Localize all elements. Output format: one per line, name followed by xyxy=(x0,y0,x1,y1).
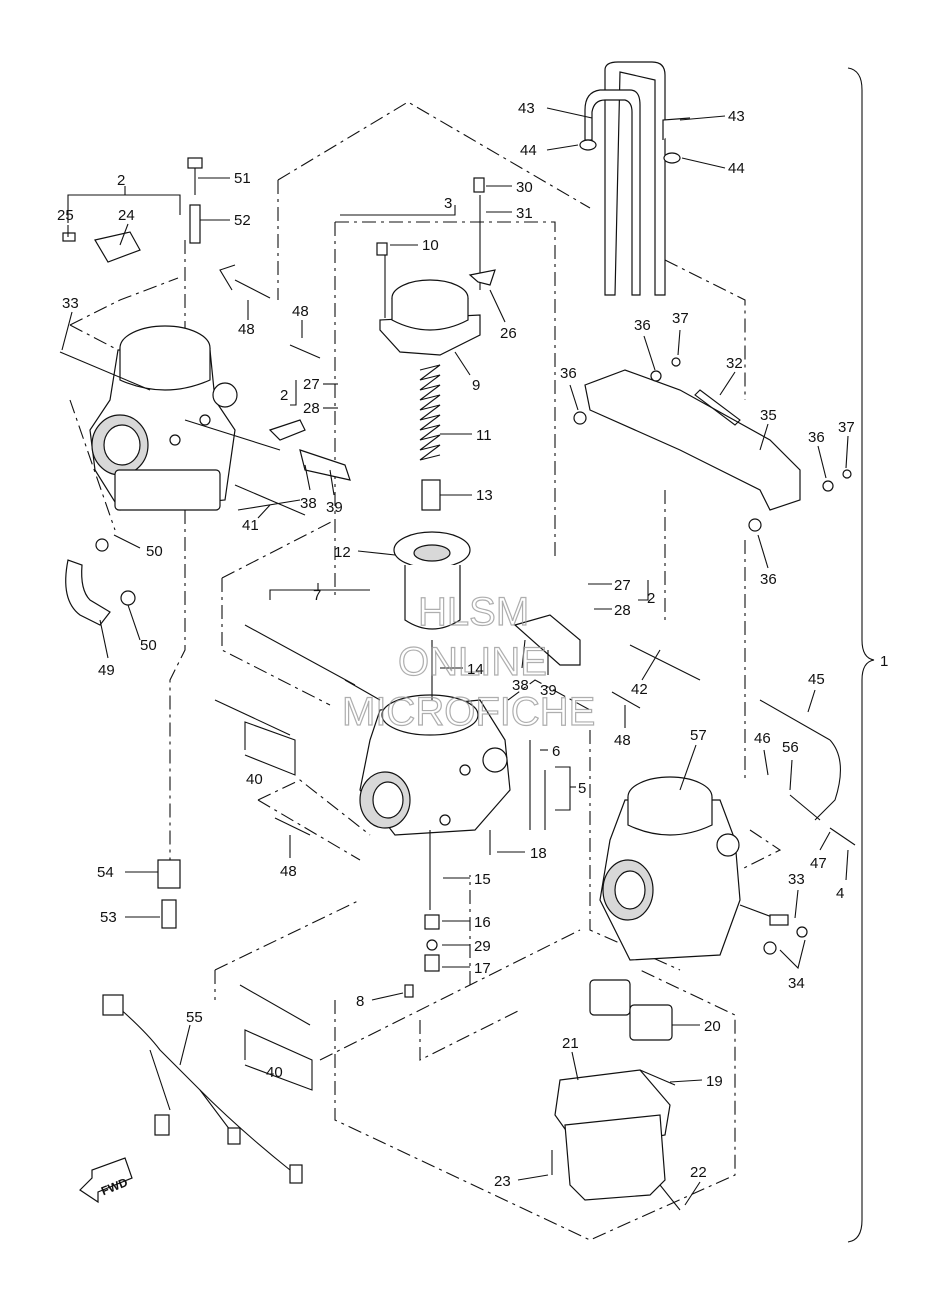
callout-48: 48 xyxy=(238,321,255,338)
callout-33: 33 xyxy=(788,871,805,888)
callout-51: 51 xyxy=(234,170,251,187)
callout-53: 53 xyxy=(100,909,117,926)
center-carburetor xyxy=(344,679,511,836)
callout-48: 48 xyxy=(292,303,309,320)
callout-17: 17 xyxy=(474,960,491,977)
callout-50: 50 xyxy=(140,637,157,654)
callout-56: 56 xyxy=(782,739,799,756)
callout-43: 43 xyxy=(518,100,535,117)
callout-34: 34 xyxy=(788,975,805,992)
callout-23: 23 xyxy=(494,1173,511,1190)
callout-28: 28 xyxy=(614,602,631,619)
callout-12: 12 xyxy=(334,544,351,561)
callout-37: 37 xyxy=(672,310,689,327)
callout-33: 33 xyxy=(62,295,79,312)
callout-7: 7 xyxy=(313,587,321,604)
callout-46: 46 xyxy=(754,730,771,747)
callout-40: 40 xyxy=(266,1064,283,1081)
callout-42: 42 xyxy=(631,681,648,698)
left-carburetor xyxy=(59,325,281,511)
callout-8: 8 xyxy=(356,993,364,1010)
callout-3: 3 xyxy=(444,195,452,212)
leader-lines xyxy=(61,107,849,1206)
callout-28: 28 xyxy=(303,400,320,417)
callout-55: 55 xyxy=(186,1009,203,1026)
callout-6: 6 xyxy=(552,743,560,760)
callout-44: 44 xyxy=(728,160,745,177)
callout-24: 24 xyxy=(118,207,135,224)
callout-10: 10 xyxy=(422,237,439,254)
callout-38: 38 xyxy=(512,677,529,694)
vacuum-chamber-parts xyxy=(376,177,496,700)
callout-48: 48 xyxy=(614,732,631,749)
assembly-bracket xyxy=(847,67,875,1243)
callout-5: 5 xyxy=(578,780,586,797)
callout-25: 25 xyxy=(57,207,74,224)
callout-43: 43 xyxy=(728,108,745,125)
callout-19: 19 xyxy=(706,1073,723,1090)
callout-49: 49 xyxy=(98,662,115,679)
callout-14: 14 xyxy=(467,661,484,678)
joint-parts xyxy=(214,279,856,1026)
callout-40: 40 xyxy=(246,771,263,788)
callout-32: 32 xyxy=(726,355,743,372)
right-carburetor xyxy=(599,776,808,961)
callout-39: 39 xyxy=(540,682,557,699)
callout-26: 26 xyxy=(500,325,517,342)
watermark: HLSM ONLINE MICROFICHE xyxy=(341,589,596,734)
watermark-line-2: ONLINE xyxy=(398,640,547,684)
linkage-plate xyxy=(573,357,852,532)
callout-30: 30 xyxy=(516,179,533,196)
callout-57: 47 xyxy=(810,855,827,872)
watermark-line-3: MICROFICHE xyxy=(342,690,595,734)
callout-48: 48 xyxy=(280,863,297,880)
callout-47: 4 xyxy=(836,885,844,902)
callout-2: 2 xyxy=(647,590,655,607)
bracket-label: 1 xyxy=(880,653,888,670)
callout-11: 11 xyxy=(476,427,492,444)
callout-27: 27 xyxy=(614,577,631,594)
callout-13: 13 xyxy=(476,487,493,504)
callout-41: 41 xyxy=(242,517,259,534)
callout-36: 36 xyxy=(634,317,651,334)
part-callouts: 2 24 25 33 51 52 48 48 2 27 28 41 38 39 … xyxy=(57,100,855,1190)
callout-38: 38 xyxy=(300,495,317,512)
callout-20: 20 xyxy=(704,1018,721,1035)
callout-36: 36 xyxy=(808,429,825,446)
watermark-line-1: HLSM xyxy=(418,590,529,634)
callout-44: 44 xyxy=(520,142,537,159)
callout-29: 29 xyxy=(474,938,491,955)
float-bowl-assembly xyxy=(404,830,681,1211)
callout-2: 2 xyxy=(117,172,125,189)
callout-50: 50 xyxy=(146,543,163,560)
callout-16: 16 xyxy=(474,914,491,931)
callout-36: 36 xyxy=(560,365,577,382)
callout-36: 36 xyxy=(760,571,777,588)
breather-hoses xyxy=(579,61,691,296)
callout-21: 21 xyxy=(562,1035,579,1052)
callout-4: 57 xyxy=(690,727,707,744)
callout-35: 35 xyxy=(760,407,777,424)
callout-39: 39 xyxy=(326,499,343,516)
callout-15: 15 xyxy=(474,871,491,888)
callout-18: 18 xyxy=(530,845,547,862)
callout-31: 31 xyxy=(516,205,533,222)
callout-22: 22 xyxy=(690,1164,707,1181)
callout-37: 37 xyxy=(838,419,855,436)
fwd-arrow: FWD xyxy=(79,1157,133,1204)
callout-52: 52 xyxy=(234,212,251,229)
callout-2: 2 xyxy=(280,387,288,404)
callout-45: 45 xyxy=(808,671,825,688)
callout-27: 27 xyxy=(303,376,320,393)
callout-54: 54 xyxy=(97,864,114,881)
callout-9: 9 xyxy=(472,377,480,394)
